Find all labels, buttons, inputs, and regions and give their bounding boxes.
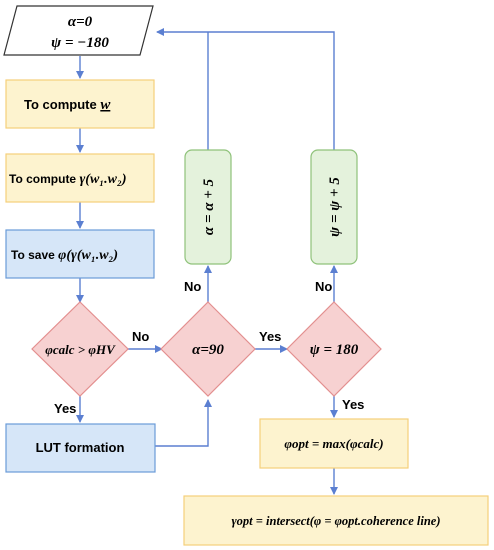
decision-phi-text: φcalc > φHV (45, 342, 116, 357)
compute-gamma-node: To compute γ(w₁.w₂) (5, 153, 155, 203)
gamma-opt-box (183, 495, 489, 546)
label-yes-phi: Yes (54, 401, 76, 416)
phi-opt-text: φopt = max(φcalc) (284, 436, 383, 451)
edge-lut-to-decision-alpha (155, 399, 212, 447)
lut-label: LUT formation (36, 440, 125, 455)
compute-gamma-label: To compute γ(w₁.w₂) (9, 172, 127, 187)
decision-alpha-text: α=90 (192, 342, 224, 358)
phi-opt-box (259, 418, 409, 469)
compute-gamma-expr: γ(w₁.w₂) (79, 172, 126, 187)
gamma-opt-node: γopt = intersect(φ = φopt.coherence line… (183, 495, 489, 546)
decision-alpha-diamond (160, 301, 256, 397)
save-phi-node: To save φ(γ(w₁.w₂) (5, 229, 155, 279)
alpha-update-box (184, 149, 232, 265)
start-alpha-text: α=0 (68, 14, 93, 30)
decision-psi-diamond (286, 301, 382, 397)
save-phi-box (5, 229, 155, 279)
lut-box (5, 423, 156, 473)
edges (76, 28, 338, 495)
decision-psi-text: ψ = 180 (310, 342, 359, 358)
psi-update-box (310, 149, 358, 265)
decision-psi-node: ψ = 180 (286, 301, 382, 397)
compute-w-box (5, 79, 155, 129)
lut-node: LUT formation (5, 423, 156, 473)
decision-phi-diamond (31, 301, 129, 397)
phi-opt-node: φopt = max(φcalc) (259, 418, 409, 469)
start-shape (3, 5, 154, 56)
compute-w-node: To compute w (5, 79, 155, 129)
decision-alpha-node: α=90 (160, 301, 256, 397)
label-yes-alpha: Yes (259, 329, 281, 344)
compute-w-label: To compute w (24, 97, 111, 113)
label-no-alpha: No (184, 279, 201, 294)
alpha-update-text: α = α + 5 (201, 178, 217, 235)
label-no-psi: No (315, 279, 332, 294)
label-yes-psi: Yes (342, 397, 364, 412)
label-no-phi: No (132, 329, 149, 344)
save-phi-label: To save φ(γ(w₁.w₂) (11, 248, 118, 263)
start-node: α=0 ψ = −180 (3, 5, 154, 56)
psi-update-text: ψ = ψ + 5 (327, 177, 343, 237)
psi-update-node: ψ = ψ + 5 (310, 149, 358, 265)
decision-phi-node: φcalc > φHV (31, 301, 129, 397)
compute-gamma-box (5, 153, 155, 203)
compute-w-symbol: w (100, 97, 111, 113)
edge-psi-update-loop (156, 28, 335, 150)
save-phi-expr: φ(γ(w₁.w₂) (58, 248, 118, 263)
alpha-update-node: α = α + 5 (184, 149, 232, 265)
start-psi-text: ψ = −180 (51, 35, 109, 51)
gamma-opt-text: γopt = intersect(φ = φopt.coherence line… (231, 514, 440, 528)
